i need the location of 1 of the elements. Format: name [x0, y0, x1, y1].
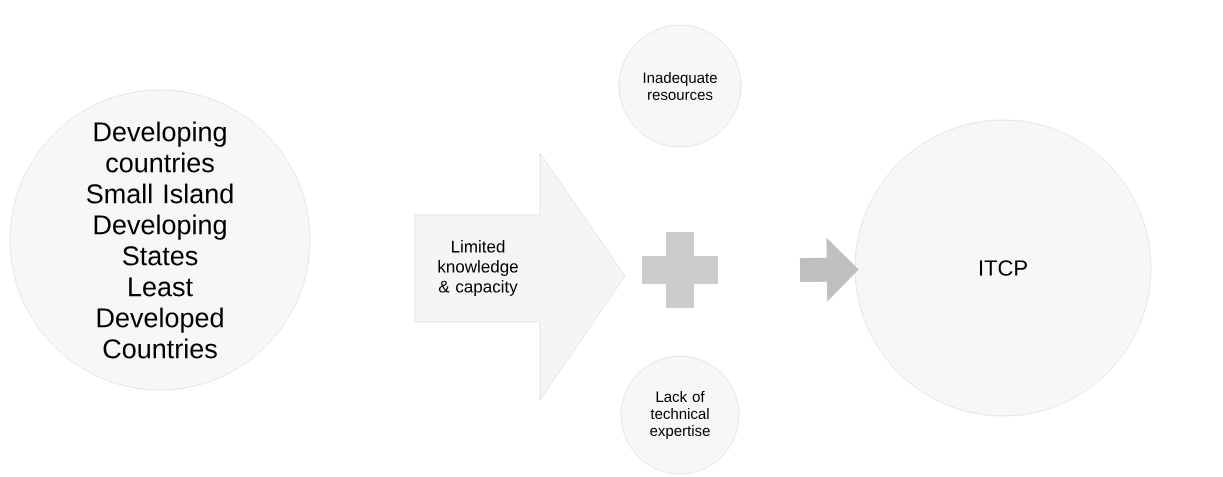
plus-sign	[642, 232, 718, 308]
